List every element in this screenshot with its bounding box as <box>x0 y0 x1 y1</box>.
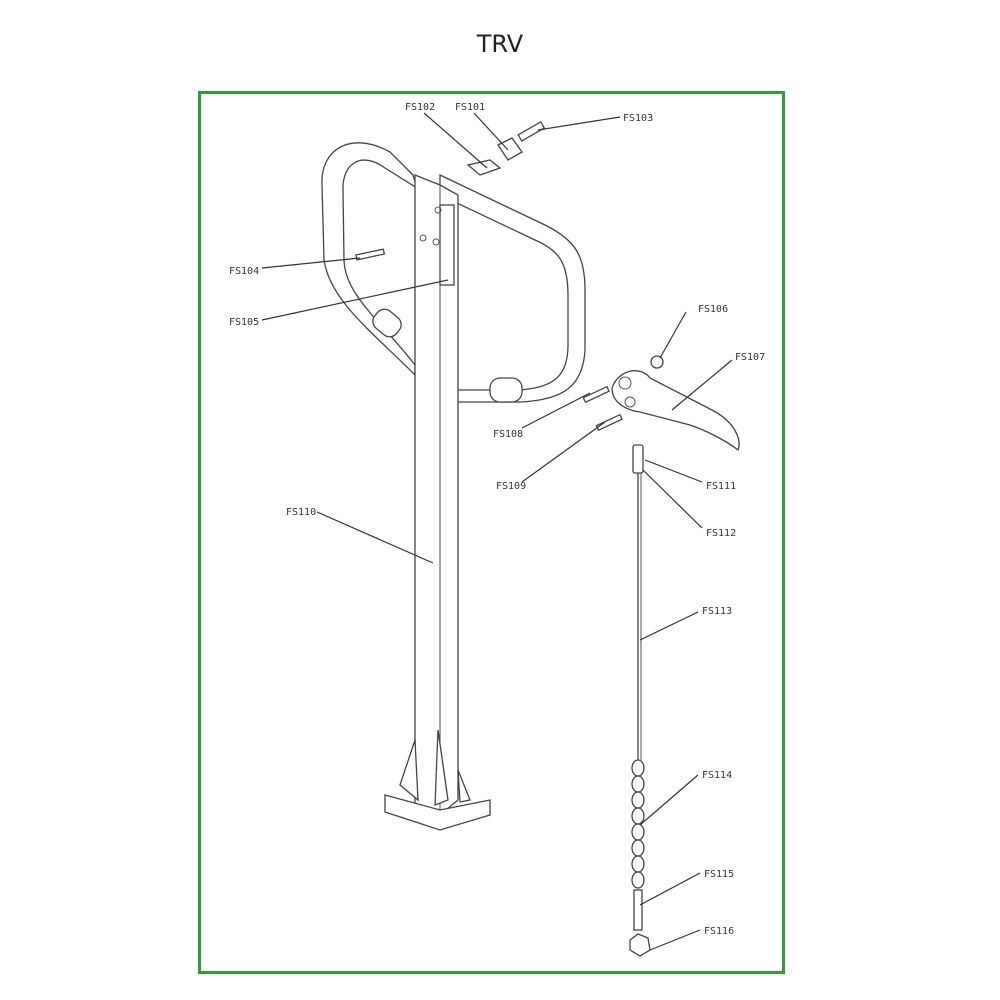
page-title: TRV <box>476 30 524 58</box>
label-fs115: FS115 <box>704 869 734 880</box>
label-fs106: FS106 <box>698 304 728 315</box>
release-lever <box>582 355 740 452</box>
leader-lines <box>261 112 733 951</box>
rod-chain-assembly <box>629 444 651 957</box>
label-fs102: FS102 <box>405 102 435 113</box>
top-clip-parts <box>466 121 546 176</box>
label-fs111: FS111 <box>706 481 736 492</box>
diagram-frame <box>198 91 785 974</box>
label-fs105: FS105 <box>229 317 259 328</box>
label-fs108: FS108 <box>493 429 523 440</box>
label-fs107: FS107 <box>735 352 765 363</box>
label-fs110: FS110 <box>286 507 316 518</box>
label-fs101: FS101 <box>455 102 485 113</box>
vertical-post <box>384 174 491 831</box>
label-fs114: FS114 <box>702 770 732 781</box>
pin-fs104 <box>355 248 386 261</box>
label-fs116: FS116 <box>704 926 734 937</box>
label-fs109: FS109 <box>496 481 526 492</box>
label-fs103: FS103 <box>623 113 653 124</box>
label-fs113: FS113 <box>702 606 732 617</box>
label-fs112: FS112 <box>706 528 736 539</box>
label-fs104: FS104 <box>229 266 259 277</box>
